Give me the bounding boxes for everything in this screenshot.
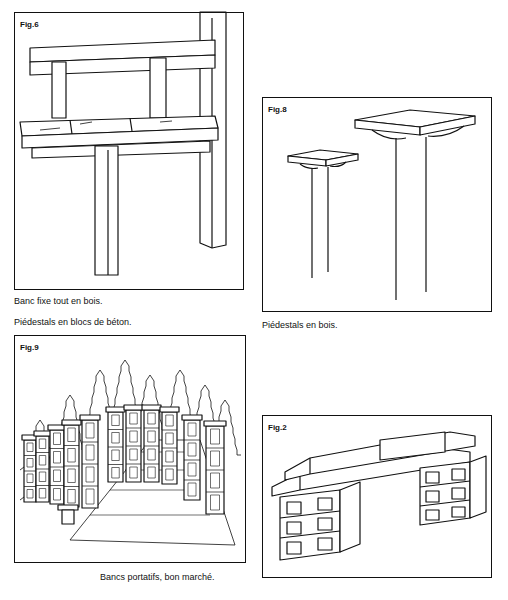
figure-panel: Fig.6 — [14, 12, 244, 290]
caption: Piédestals en bois. — [262, 320, 338, 330]
figure-panel: Fig.9 — [14, 335, 246, 563]
caption: Piédestals en blocs de béton. — [14, 317, 132, 327]
block-bench — [272, 432, 486, 560]
figure-number: Fig.6 — [19, 20, 40, 29]
figure-panel: Fig.8 — [262, 97, 492, 312]
figure-panel: Fig.2 — [262, 415, 492, 578]
caption: Banc fixe tout en bois. — [14, 296, 103, 306]
block-pillars — [20, 360, 241, 545]
wood-pedestals — [288, 110, 475, 300]
figure-number: Fig.9 — [19, 343, 40, 352]
wood-bench — [20, 12, 226, 275]
figure-number: Fig.2 — [267, 423, 288, 432]
figure-number: Fig.8 — [267, 105, 288, 114]
caption: Bancs portatifs, bon marché. — [100, 572, 215, 582]
